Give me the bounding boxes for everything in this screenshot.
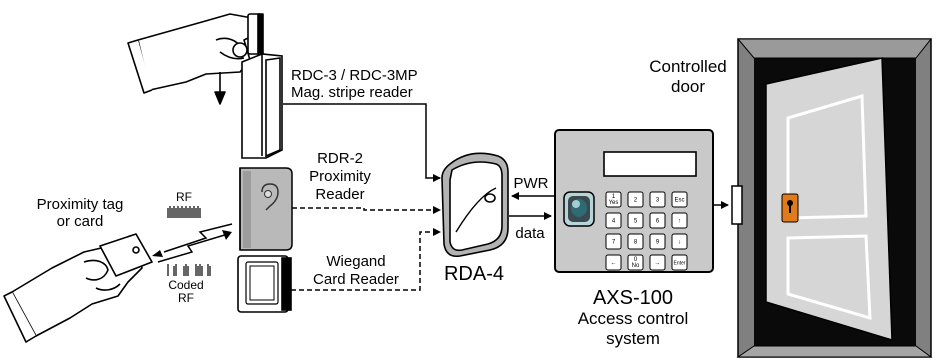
keypad-key bbox=[649, 254, 666, 271]
prox-reader-type-label: Proximity bbox=[309, 168, 371, 185]
keypad-key-label: 4 bbox=[612, 219, 616, 225]
rf-pulse-coded-icon bbox=[167, 264, 211, 276]
keypad-key-label: ↓ bbox=[678, 240, 681, 246]
controlled-door-icon bbox=[731, 38, 933, 358]
keypad-key-label: 6 bbox=[656, 219, 660, 225]
prox-tag-label-2: or card bbox=[57, 213, 104, 230]
proximity-reader-icon bbox=[239, 167, 293, 251]
keypad-key-label: 5 bbox=[634, 219, 638, 225]
mag-stripe-reader-icon bbox=[241, 53, 283, 159]
prox-reader-model-label: RDR-2 bbox=[317, 150, 363, 167]
keypad-key-label: → bbox=[655, 261, 661, 267]
keypad-key bbox=[605, 233, 622, 250]
mag-reader-model-label: RDC-3 / RDC-3MP bbox=[291, 67, 418, 84]
wiegand-label: Wiegand bbox=[326, 253, 385, 270]
keypad-key-label: Yes bbox=[609, 200, 619, 206]
keypad-key bbox=[671, 191, 688, 208]
keypad-key-label: 9 bbox=[656, 240, 660, 246]
wiegand-label-2: Card Reader bbox=[313, 271, 399, 288]
connection-lines bbox=[283, 103, 729, 291]
rf-pulse-top-icon bbox=[167, 206, 201, 218]
keypad-key-label: Esc bbox=[674, 198, 684, 204]
keypad-key-label: 2 bbox=[634, 198, 638, 204]
hand-swiping-card-icon bbox=[127, 13, 264, 105]
keypad-key-label: 3 bbox=[656, 198, 660, 204]
keypad-key bbox=[649, 212, 666, 229]
rda4-device-icon bbox=[441, 152, 509, 258]
keypad-key bbox=[649, 233, 666, 250]
rf-label: RF bbox=[176, 190, 192, 204]
keypad-key-label: ↑ bbox=[678, 219, 681, 225]
keypad-key-label: 7 bbox=[612, 240, 616, 246]
keypad-key-label: 0 bbox=[634, 257, 638, 263]
keypad-key bbox=[627, 254, 644, 271]
keypad-key bbox=[627, 233, 644, 250]
axs100-desc-label: Access control bbox=[578, 309, 689, 328]
mag-reader-type-label: Mag. stripe reader bbox=[291, 84, 413, 101]
keypad-key bbox=[671, 212, 688, 229]
wiegand-reader-icon bbox=[237, 255, 292, 313]
lightning-arrow-icon bbox=[152, 223, 233, 263]
pwr-label: PWR bbox=[514, 175, 549, 192]
hand-with-proximity-card-icon bbox=[3, 233, 153, 343]
keypad-key bbox=[605, 212, 622, 229]
door-label-2: door bbox=[671, 77, 705, 96]
keypad-key-label: ← bbox=[611, 261, 617, 267]
prox-tag-label: Proximity tag bbox=[37, 196, 124, 213]
keypad-key bbox=[627, 191, 644, 208]
keypad-key bbox=[671, 254, 688, 271]
coded-rf-label-2: RF bbox=[178, 291, 194, 305]
axs100-label: AXS-100 bbox=[593, 287, 673, 309]
keypad-key bbox=[627, 212, 644, 229]
prox-reader-type-label-2: Reader bbox=[315, 186, 364, 203]
keypad-key-label: Enter bbox=[674, 261, 686, 267]
door-label: Controlled bbox=[649, 57, 727, 76]
rda4-label: RDA-4 bbox=[444, 263, 504, 285]
keypad-key bbox=[605, 254, 622, 271]
keypad-key bbox=[649, 191, 666, 208]
data-label: data bbox=[515, 225, 545, 242]
keypad-key-label: 1 bbox=[612, 194, 616, 200]
keypad-key-label: 8 bbox=[634, 240, 638, 246]
axs100-desc-label-2: system bbox=[606, 329, 660, 348]
coded-rf-label: Coded bbox=[168, 278, 203, 292]
keypad-key-label: No bbox=[632, 263, 640, 269]
keypad-key bbox=[605, 191, 622, 208]
keypad-key bbox=[671, 233, 688, 250]
